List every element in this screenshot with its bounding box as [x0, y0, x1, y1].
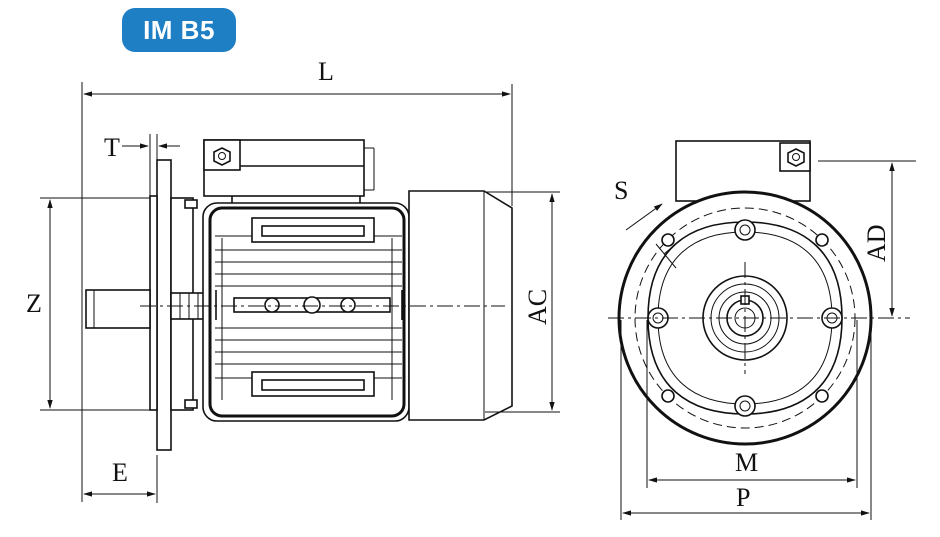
dim-label-L: L — [318, 57, 334, 86]
dim-label-M: M — [735, 448, 758, 477]
dim-label-E: E — [112, 458, 128, 487]
mounting-type-badge: IM B5 — [122, 8, 236, 52]
dim-label-T: T — [104, 133, 120, 162]
front-view: AD S M P — [608, 140, 916, 520]
dim-label-AD: AD — [862, 224, 891, 262]
dim-label-P: P — [736, 483, 750, 512]
dim-label-AC: AC — [523, 289, 552, 325]
dim-label-Z: Z — [26, 289, 42, 318]
side-view: L T Z E AC — [26, 57, 560, 503]
dim-label-S: S — [614, 176, 628, 205]
